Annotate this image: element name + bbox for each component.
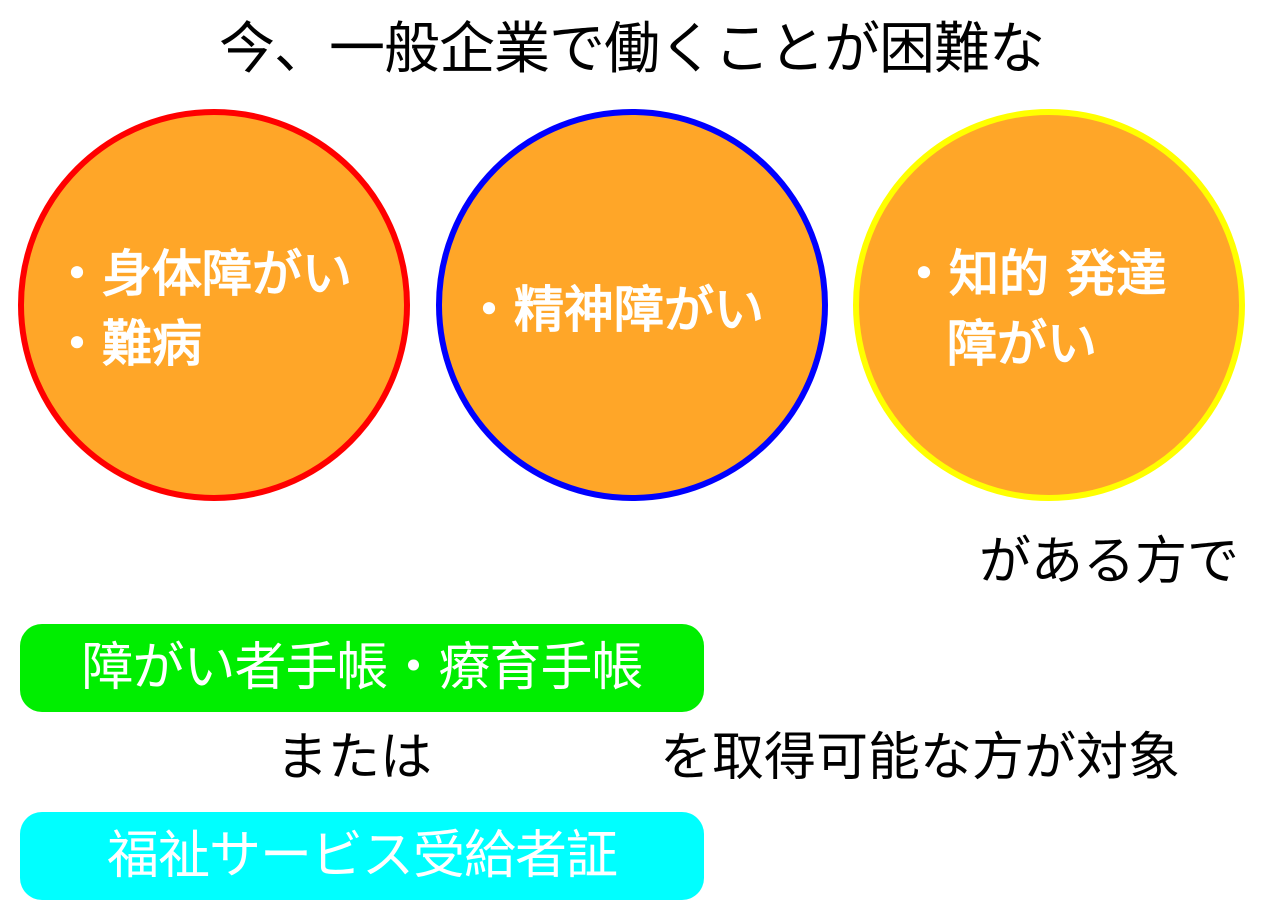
circle-physical-disability: ・身体障がい ・難病 [18,109,410,501]
conclusion-text: を取得可能な方が対象 [660,728,1181,788]
page-title: 今、一般企業で働くことが困難な [219,17,1045,82]
circle-intellectual-developmental-disability: ・知的 発達 障がい [853,109,1245,501]
circle-mental-disability-text: ・精神障がい [464,275,764,345]
circle-label-intellectual-developmental: ・知的 発達 [899,245,1167,303]
circle-label-intractable-disease: ・難病 [52,315,202,373]
certificate-welfare-service: 福祉サービス受給者証 [20,812,704,900]
circle-label-physical: ・身体障がい [52,245,352,303]
circle-label-mental: ・精神障がい [464,281,764,339]
circle-mental-disability: ・精神障がい [436,109,828,501]
connector-text: または [276,728,433,788]
circle-intellectual-developmental-text: ・知的 発達 障がい [899,239,1166,379]
circle-physical-disability-text: ・身体障がい ・難病 [52,239,352,379]
certificate-disability-handbook: 障がい者手帳・療育手帳 [20,624,704,712]
condition-suffix-text: がある方で [978,532,1239,592]
circle-label-disability: 障がい [947,315,1097,373]
